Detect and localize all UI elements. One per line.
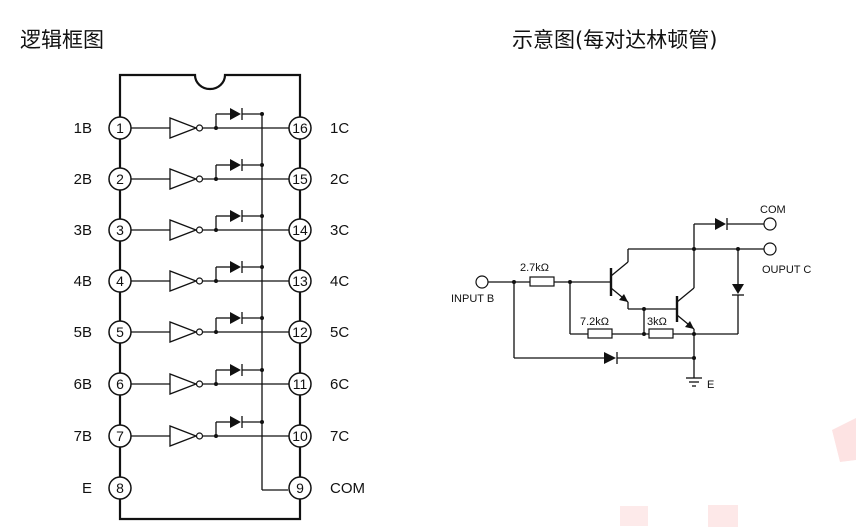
right-pin-14 [288,218,312,242]
output-label: OUPUT C [762,264,811,276]
com-diode [715,218,726,230]
left-pin-number: 7 [116,428,124,444]
diode-icon [230,261,241,273]
diode-icon [230,159,241,171]
right-pin-label: COM [330,480,365,497]
channel-group [131,108,289,447]
diode-icon [230,210,241,222]
left-pin-2 [108,167,132,191]
left-pin-number: 4 [116,273,124,289]
right-pin-label: 7C [330,428,349,445]
r2-label: 7.2kΩ [580,316,609,328]
left-pin-label: 5B [74,324,92,341]
inverter-icon [169,373,198,395]
right-pin-number: 14 [292,222,308,238]
right-pin-number: 12 [292,324,308,340]
input-label: INPUT B [451,293,494,305]
diode-icon [230,364,241,376]
right-pin-10 [288,424,312,448]
input-diode [604,352,616,364]
channel-7 [131,416,289,447]
left-pin-number: 8 [116,480,124,496]
darlington-schematic: INPUT B 2.7kΩ 7.2kΩ 3kΩ [451,204,811,391]
left-pin-label: 6B [74,376,92,393]
logic-diagram-title: 逻辑框图 [20,28,104,52]
r1-label: 2.7kΩ [520,262,549,274]
transistor-q1 [609,249,676,310]
right-pin-label: 1C [330,120,349,137]
right-pin-13 [288,269,312,293]
right-pin-number: 13 [292,273,308,289]
right-pin-9 [288,476,312,500]
right-pin-number: 10 [292,428,308,444]
inverter-icon [169,270,198,292]
channel-4 [131,261,289,292]
right-pin-label: 4C [330,273,349,290]
diode-icon [230,108,241,120]
transistor-q2 [675,249,695,378]
left-pin-label: 4B [74,273,92,290]
left-pin-group: 1 1B 2 2B 3 3B 4 4B 5 5B 6 6B 7 7B 8 E [74,116,132,500]
left-pin-number: 2 [116,171,124,187]
ground-label: E [707,379,714,391]
right-pin-16 [288,116,312,140]
channel-1 [131,108,289,139]
resistor-r1 [529,276,555,287]
left-pin-6 [108,372,132,396]
output-clamp-diode [732,284,744,294]
inverter-icon [169,321,198,343]
inverter-icon [169,219,198,241]
right-pin-label: 5C [330,324,349,341]
right-pin-number: 15 [292,171,308,187]
right-pin-label: 3C [330,222,349,239]
right-pin-number: 16 [292,120,308,136]
right-pin-number: 9 [296,480,304,496]
resistor-r2 [587,328,613,339]
right-pin-label: 2C [330,171,349,188]
inverter-icon [169,425,198,447]
diode-icon [230,312,241,324]
r3-label: 3kΩ [647,316,667,328]
inverter-icon [169,117,198,139]
left-pin-5 [108,320,132,344]
left-pin-number: 1 [116,120,124,136]
com-bus [261,115,288,491]
channel-5 [131,312,289,343]
left-pin-number: 6 [116,376,124,392]
input-terminal [475,275,489,289]
right-pin-12 [288,320,312,344]
left-pin-3 [108,218,132,242]
left-pin-label: E [82,480,92,497]
diode-icon [230,416,241,428]
com-label: COM [760,204,786,216]
output-terminal [763,242,777,256]
right-pin-number: 11 [293,376,308,392]
left-pin-label: 7B [74,428,92,445]
right-pin-label: 6C [330,376,349,393]
left-pin-1 [108,116,132,140]
right-pin-11 [288,372,312,396]
channel-6 [131,364,289,395]
left-pin-number: 5 [116,324,124,340]
watermark-mark [620,418,856,527]
left-pin-number: 3 [116,222,124,238]
resistor-r3 [648,328,674,339]
left-pin-8 [108,476,132,500]
ic-package [118,73,302,521]
right-pin-group: 16 1C 15 2C 14 3C 13 4C 12 5C 11 6C 10 7C 9 COM [288,116,365,500]
left-pin-label: 1B [74,120,92,137]
left-pin-4 [108,269,132,293]
ground-icon [686,377,702,387]
com-terminal [763,217,777,231]
right-pin-15 [288,167,312,191]
channel-2 [131,159,289,190]
left-pin-7 [108,424,132,448]
channel-3 [131,210,289,241]
inverter-icon [169,168,198,190]
left-pin-label: 3B [74,222,92,239]
left-pin-label: 2B [74,171,92,188]
schematic-title: 示意图(每对达林顿管) [512,28,717,52]
